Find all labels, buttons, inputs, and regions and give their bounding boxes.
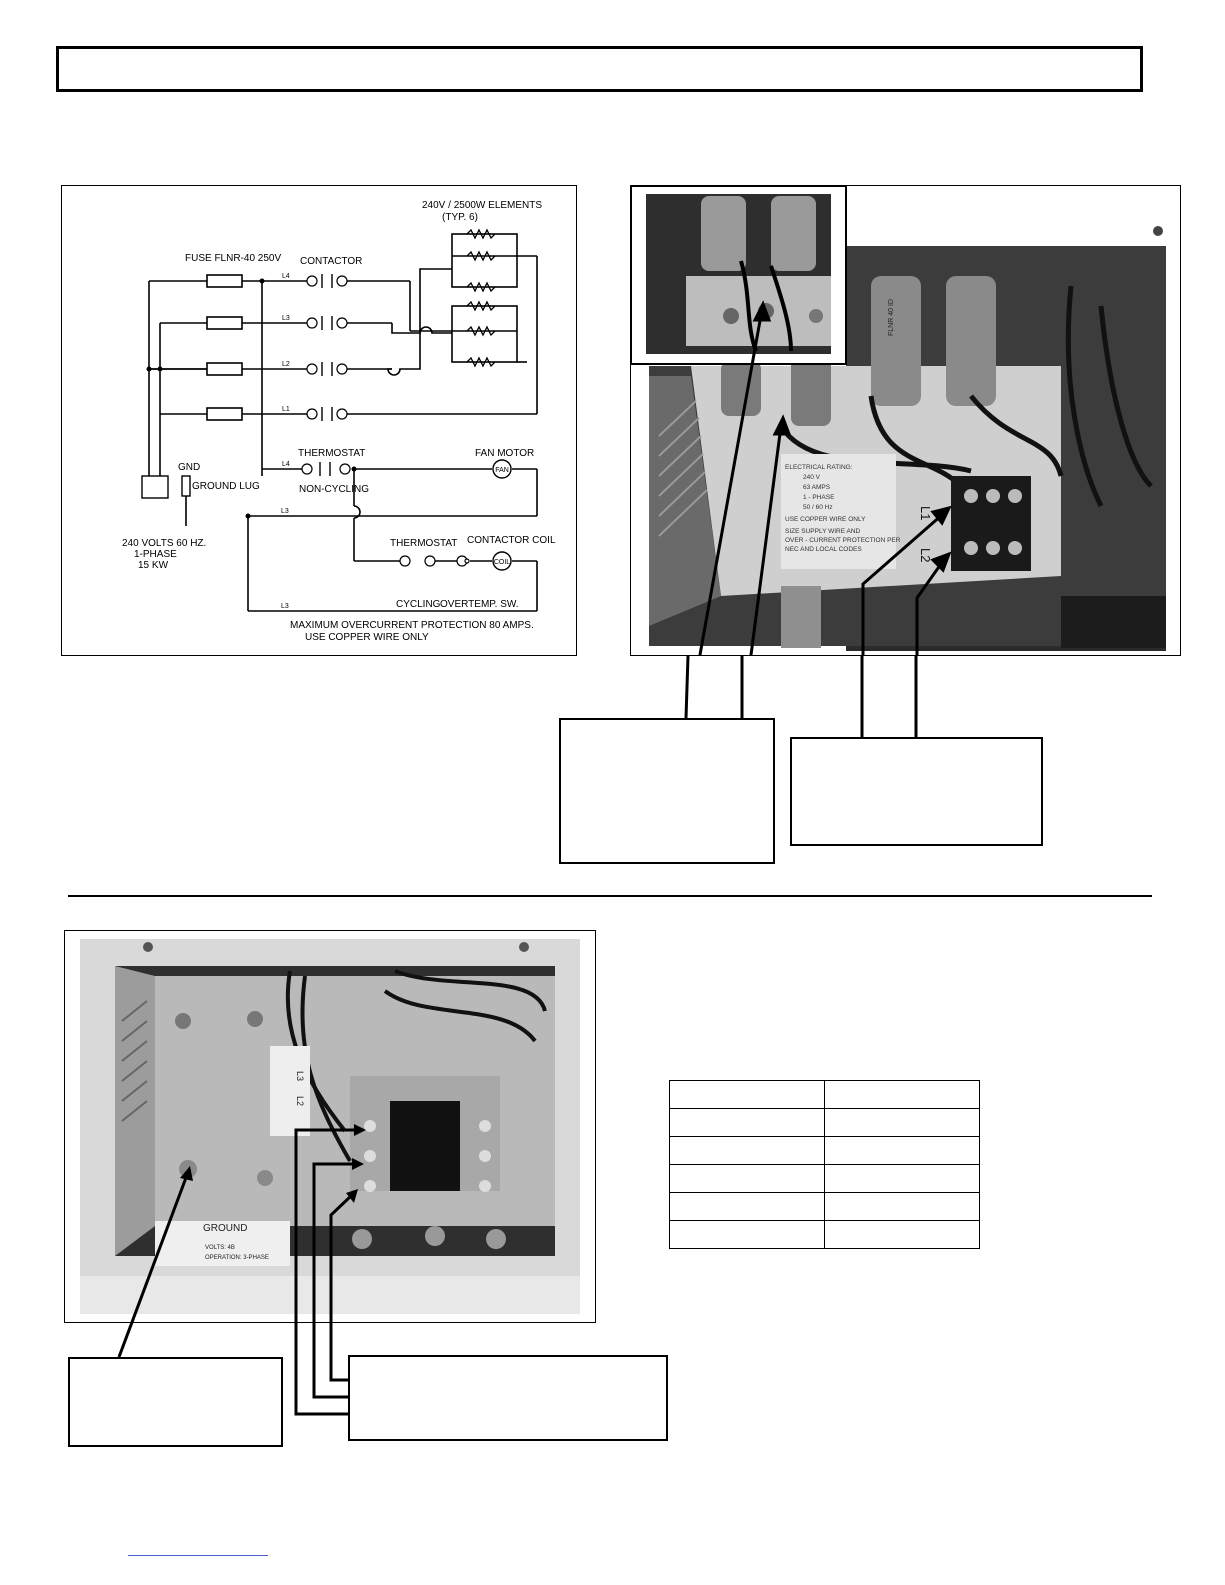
fuse-photo-2 [946, 276, 996, 406]
contactor-photo: L3 L2 GROUND VOLTS: 4B OPERATION: 3-PHAS… [65, 931, 595, 1322]
table-row [669, 1192, 980, 1221]
fan-symbol-text: FAN [495, 467, 509, 474]
ground-lug-label: GROUND LUG [192, 481, 260, 492]
gnd-label: GND [178, 462, 200, 473]
footer-link-line[interactable] [128, 1555, 268, 1556]
table-row [669, 1164, 980, 1193]
contactor-callout-box [348, 1355, 668, 1441]
control-line-label: L3 [281, 508, 289, 515]
schematic-diagram: FAN COIL 240V / 2500W ELEMENTS (TYP. 6) … [122, 200, 556, 643]
fuse-l2 [206, 362, 243, 376]
fuse-photo-1 [871, 276, 921, 406]
thermostat-label: THERMOSTAT [298, 448, 365, 459]
table-row [669, 1220, 980, 1249]
ground-label-plate [155, 1221, 290, 1266]
rating-line: 63 AMPS [803, 484, 831, 491]
contactor-coil-symbol [492, 551, 512, 571]
page-title-box [56, 46, 1143, 92]
coil-symbol-text: COIL [494, 559, 510, 566]
rating-line: 1 - PHASE [803, 494, 835, 501]
ground-plate-title: GROUND [203, 1223, 247, 1234]
elements-label: 240V / 2500W ELEMENTS [422, 200, 542, 211]
line-label-l3: L3 [282, 315, 290, 322]
cycling-label: CYCLING [396, 599, 441, 610]
rating-line: SIZE SUPPLY WIRE AND [785, 528, 861, 535]
overcurrent-note: MAXIMUM OVERCURRENT PROTECTION 80 AMPS. [290, 620, 534, 631]
table-row [669, 1080, 980, 1109]
volts-text: VOLTS: 4B [205, 1245, 235, 1251]
terminal-photo-frame: FLNR 40 ID ELECTRICAL RATING: 240 V 63 A… [630, 185, 1181, 717]
supply-phase-label: 1-PHASE [134, 549, 177, 560]
table-row [669, 1108, 980, 1137]
rating-line: 240 V [803, 474, 821, 481]
terminal-callout-box [790, 737, 1043, 846]
operation-text: OPERATION: 3-PHASE [205, 1255, 269, 1261]
fuse-l3 [206, 316, 243, 330]
rating-line: ELECTRICAL RATING: [785, 464, 853, 471]
copper-wire-note: USE COPPER WIRE ONLY [305, 632, 429, 643]
ground-callout-box [68, 1357, 283, 1447]
elements-note: (TYP. 6) [442, 212, 478, 223]
ground-lug-symbol [181, 475, 191, 497]
contactor-label: CONTACTOR [300, 256, 362, 267]
supply-power-label: 15 KW [138, 560, 169, 571]
line-label-l2: L2 [282, 361, 290, 368]
overtemp-label: OVERTEMP. SW. [440, 599, 519, 610]
contactor-coil-label: CONTACTOR COIL [467, 535, 556, 546]
terminal-photo: FLNR 40 ID ELECTRICAL RATING: 240 V 63 A… [630, 185, 1180, 717]
fuse-l4 [206, 274, 243, 288]
line-label-l1: L1 [282, 406, 290, 413]
fuse-l1 [206, 407, 243, 421]
fuse-callout-box [559, 718, 775, 864]
supply-voltage-label: 240 VOLTS 60 HZ. [122, 538, 206, 549]
rating-line: NEC AND LOCAL CODES [785, 546, 862, 553]
side-label-l3: L3 [295, 1071, 305, 1081]
rating-line: OVER - CURRENT PROTECTION PER [785, 537, 901, 544]
supply-terminal-block [141, 475, 169, 499]
table-row [669, 1136, 980, 1165]
thermostat-cycling-label: THERMOSTAT [390, 538, 457, 549]
terminal-l2-label: L2 [918, 548, 933, 562]
fuse-label: FUSE FLNR-40 250V [185, 253, 281, 264]
rating-line: USE COPPER WIRE ONLY [785, 516, 866, 523]
section-divider [68, 895, 1152, 897]
wiring-schematic: FAN COIL 240V / 2500W ELEMENTS (TYP. 6) … [61, 185, 577, 656]
rating-plate [781, 454, 896, 569]
fan-line-label: L4 [282, 461, 290, 468]
bottom-line-label: L3 [281, 603, 289, 610]
rating-line: 50 / 60 Hz [803, 504, 833, 511]
fuse-photo-text: FLNR 40 ID [888, 299, 895, 336]
side-label-l2: L2 [295, 1096, 305, 1106]
terminal-l1-label: L1 [918, 506, 933, 520]
fan-motor-symbol [492, 459, 512, 479]
non-cycling-label: NON-CYCLING [299, 484, 369, 495]
line-label-l4: L4 [282, 273, 290, 280]
spec-table [669, 1080, 980, 1249]
contactor-photo-frame: L3 L2 GROUND VOLTS: 4B OPERATION: 3-PHAS… [64, 930, 596, 1323]
fan-motor-label: FAN MOTOR [475, 448, 534, 459]
